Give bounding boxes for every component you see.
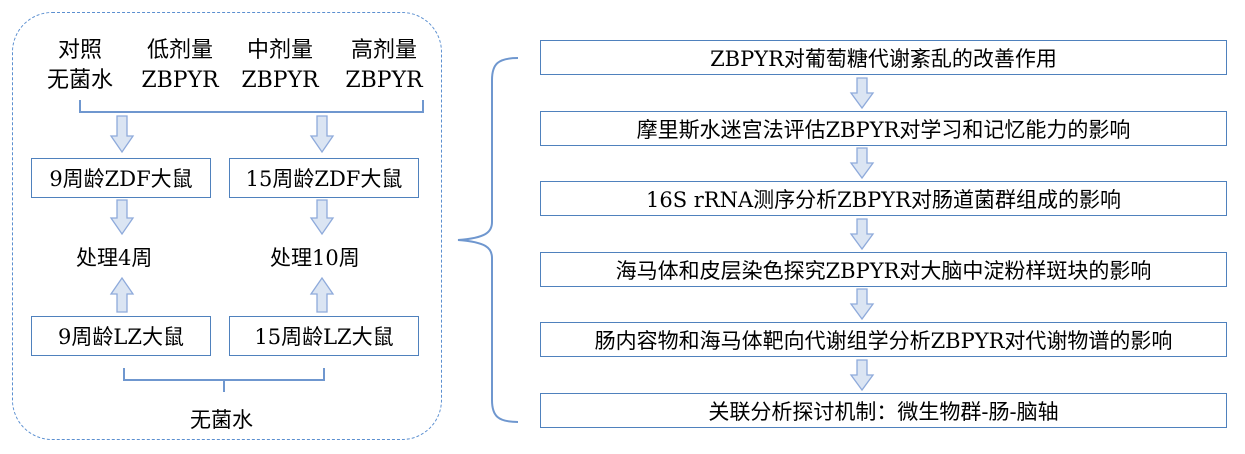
experiment-group-panel xyxy=(12,12,442,440)
group-control-line1: 对照 xyxy=(57,38,102,63)
lz-bracket-bottom xyxy=(123,368,325,392)
group-low-dose-line1: 低剂量 xyxy=(146,38,213,63)
curly-brace xyxy=(457,57,519,423)
step-box-1: ZBPYR对葡萄糖代谢紊乱的改善作用 xyxy=(540,40,1227,75)
lz-9-week-box: 9周龄LZ大鼠 xyxy=(31,316,211,356)
group-low-dose: 低剂量 ZBPYR xyxy=(134,36,226,96)
zdf-9-week-box: 9周龄ZDF大鼠 xyxy=(31,158,211,198)
arrow-step-1-2 xyxy=(849,77,875,110)
step-box-3: 16S rRNA测序分析ZBPYR对肠道菌群组成的影响 xyxy=(540,181,1227,216)
group-high-dose: 高剂量 ZBPYR xyxy=(334,36,434,96)
arrow-to-zdf-9 xyxy=(109,115,135,154)
step-box-4: 海马体和皮层染色探究ZBPYR对大脑中淀粉样斑块的影响 xyxy=(540,252,1227,287)
group-control: 对照 无菌水 xyxy=(34,36,126,96)
step-box-6: 关联分析探讨机制：微生物群-肠-脑轴 xyxy=(540,393,1227,428)
sterile-water-label: 无菌水 xyxy=(190,408,253,432)
arrow-step-5-6 xyxy=(849,359,875,392)
arrow-to-zdf-15 xyxy=(309,115,335,154)
arrow-step-3-4 xyxy=(849,218,875,251)
lz-15-week-box: 15周龄LZ大鼠 xyxy=(229,316,419,356)
arrow-lz-9-to-treatment xyxy=(109,276,135,313)
group-bracket-top xyxy=(79,100,424,113)
arrow-step-2-3 xyxy=(849,147,875,180)
arrow-zdf-9-to-treatment xyxy=(109,199,135,236)
treatment-4-weeks-label: 处理4周 xyxy=(76,246,153,270)
group-high-dose-line2: ZBPYR xyxy=(345,68,423,93)
arrow-step-4-5 xyxy=(849,288,875,321)
group-high-dose-line1: 高剂量 xyxy=(350,38,417,63)
treatment-10-weeks-label: 处理10周 xyxy=(270,246,360,270)
zdf-15-week-box: 15周龄ZDF大鼠 xyxy=(229,158,419,198)
group-mid-dose-line1: 中剂量 xyxy=(246,38,313,63)
step-box-5: 肠内容物和海马体靶向代谢组学分析ZBPYR对代谢物谱的影响 xyxy=(540,322,1227,357)
group-low-dose-line2: ZBPYR xyxy=(141,68,219,93)
group-control-line2: 无菌水 xyxy=(46,68,113,93)
step-box-2: 摩里斯水迷宫法评估ZBPYR对学习和记忆能力的影响 xyxy=(540,111,1227,146)
arrow-zdf-15-to-treatment xyxy=(309,199,335,236)
arrow-lz-15-to-treatment xyxy=(309,276,335,313)
group-mid-dose-line2: ZBPYR xyxy=(241,68,319,93)
group-mid-dose: 中剂量 ZBPYR xyxy=(234,36,326,96)
